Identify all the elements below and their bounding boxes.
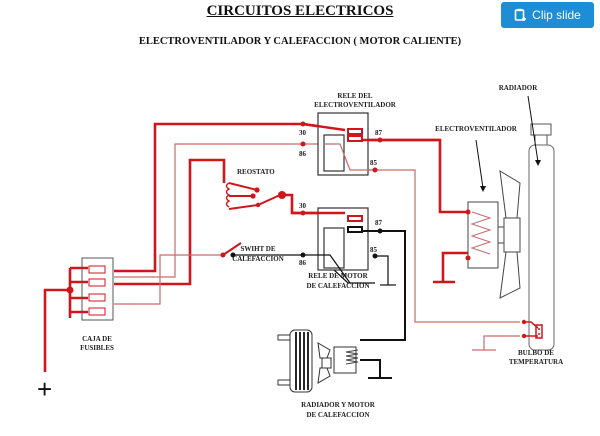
fuse-box-label-2: FUSIBLES [80, 344, 114, 352]
switch-label-2: CALEFACCION [232, 255, 284, 263]
wire-fuse-bus [68, 266, 88, 318]
wire-relay85-ground [375, 255, 389, 285]
wire-relay85-bulb [375, 169, 520, 323]
fan-relay-label-2: ELECTROVENTILADOR [314, 101, 397, 109]
heater-label-1: RADIADOR Y MOTOR [301, 401, 376, 409]
wire-fan-ground [441, 251, 468, 282]
fan-relay-pin-87: 87 [375, 129, 383, 137]
bulb-label-2: TEMPERATURA [509, 358, 563, 366]
heater-label-2: DE CALEFACCION [306, 411, 369, 419]
wire-heater-ground [360, 359, 381, 378]
bulb-label-1: BULBO DE [518, 349, 554, 357]
fan-relay-pin-30: 30 [299, 129, 307, 137]
heater-relay-pin-30: 30 [299, 202, 307, 210]
fuse-box [66, 257, 114, 321]
heater-relay-label-1: RELE DE MOTOR [308, 272, 368, 280]
page-subtitle: ELECTROVENTILADOR Y CALEFACCION ( MOTOR … [138, 36, 462, 47]
electric-fan [465, 139, 521, 299]
heater-relay-label-2: DE CALEFACCION [306, 282, 369, 290]
rheostat [225, 182, 286, 210]
fan-relay [300, 112, 440, 176]
page-title: CIRCUITOS ELECTRICOS [206, 3, 394, 19]
signal-wires [114, 143, 520, 351]
heater-switch [220, 242, 242, 258]
wire-battery-feed [43, 288, 70, 372]
wire-fuse3-rheostat [114, 158, 226, 286]
rheostat-label: REOSTATO [237, 168, 275, 176]
temperature-bulb [521, 319, 543, 339]
fan-relay-pin-86: 86 [299, 150, 307, 158]
heater-relay-pin-87: 87 [375, 219, 383, 227]
fan-label: ELECTROVENTILADOR [435, 125, 518, 133]
fan-relay-pin-85: 85 [370, 159, 378, 167]
wire-bulb-ground [483, 335, 520, 350]
heater-relay [292, 207, 405, 284]
heater-relay-pin-86: 86 [299, 259, 307, 267]
switch-label-1: SWIHT DE [240, 245, 275, 253]
wire-fuse4-switch [114, 254, 223, 305]
clip-slide-button[interactable]: Clip slide [501, 2, 594, 28]
clip-icon [514, 8, 527, 21]
heater-core-motor [277, 329, 359, 393]
radiator-label: RADIADOR [499, 84, 538, 92]
radiator [527, 95, 555, 351]
fan-relay-label-1: RELE DEL [337, 92, 373, 100]
battery-plus-symbol: + [37, 374, 52, 404]
heater-relay-pin-85: 85 [370, 246, 378, 254]
fuse-box-label-1: CAJA DE [82, 335, 112, 343]
clip-slide-label: Clip slide [532, 8, 581, 22]
